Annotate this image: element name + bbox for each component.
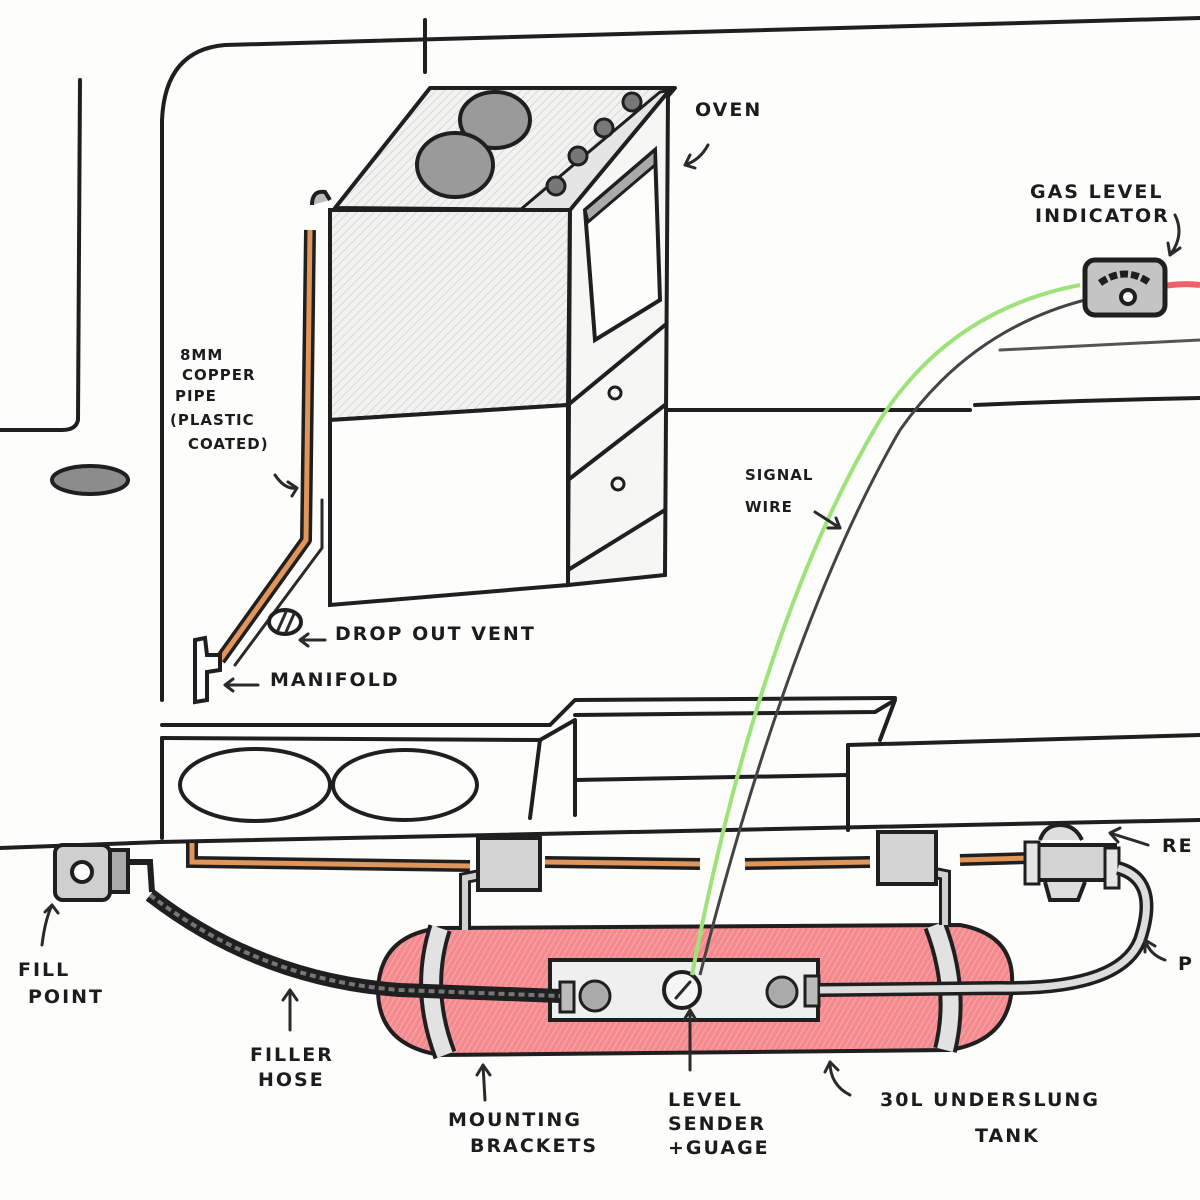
door-handle (50, 464, 130, 496)
arrow-icon (682, 1008, 698, 1072)
label-filler-hose-line1: Filler (250, 1044, 334, 1066)
arrow-icon (1143, 938, 1167, 962)
label-level-sender-line1: Level (668, 1089, 743, 1111)
label-tank-line2: tank (975, 1125, 1040, 1147)
label-copper-pipe-line1: 8mm (180, 346, 224, 364)
callout-arrows (40, 143, 1182, 1102)
label-mounting-brackets-line2: brackets (470, 1135, 599, 1157)
label-filler-hose-line2: hose (258, 1069, 325, 1091)
regulator (1023, 822, 1121, 902)
hob-burner (415, 131, 495, 199)
label-gas-level-indicator-line1: Gas level (1030, 181, 1164, 203)
arrow-icon (823, 1060, 852, 1097)
label-signal-wire-line1: Signal (745, 466, 814, 484)
label-fill-point-line1: Fill (18, 959, 71, 981)
control-knob (567, 145, 589, 167)
lpg-tank (375, 830, 1015, 1060)
gas-level-indicator (1082, 257, 1168, 318)
label-gas-level-indicator-line2: indicator (1035, 205, 1170, 227)
arrow-icon (683, 143, 710, 170)
control-knob (545, 175, 567, 197)
drawer-knob (607, 385, 623, 401)
label-regulator-partial: Re (1162, 835, 1194, 857)
arrow-icon (223, 677, 260, 693)
label-signal-wire-line2: wire (745, 498, 793, 516)
van-body (0, 16, 1200, 702)
label-level-sender-line3: +guage (668, 1137, 770, 1159)
label-pigtail-partial: P (1178, 953, 1194, 975)
supply-pipe (186, 843, 1031, 872)
chassis (0, 696, 1200, 850)
pigtail-hose (819, 861, 1154, 997)
copper-pipe (215, 189, 332, 667)
arrow-icon (813, 510, 842, 530)
hob-burner (458, 90, 532, 150)
label-mounting-brackets-line1: Mounting (448, 1109, 582, 1131)
filler-hose (145, 889, 561, 1003)
mounting-bracket (476, 836, 542, 892)
arrow-icon (273, 473, 299, 498)
drop-out-vent (267, 608, 303, 636)
label-drop-out-vent: Drop out vent (335, 623, 536, 645)
fill-point (53, 843, 155, 902)
label-tank-line1: 30L underslung (880, 1089, 1100, 1111)
arrow-icon (298, 632, 327, 648)
control-knob (621, 91, 643, 113)
label-manifold: Manifold (270, 669, 400, 691)
arrow-icon (1108, 826, 1150, 847)
oven (328, 86, 677, 608)
label-fill-point-line2: point (28, 986, 105, 1008)
label-copper-pipe-line4: (plastic (170, 411, 255, 429)
label-oven: Oven (695, 99, 763, 121)
manifold (193, 635, 222, 705)
label-level-sender-line2: sender (668, 1113, 766, 1135)
arrow-icon (1166, 213, 1182, 257)
control-knob (593, 117, 615, 139)
arrow-icon (475, 1063, 492, 1102)
drawer-knob (610, 476, 626, 492)
label-copper-pipe-line3: pipe (175, 387, 217, 405)
mounting-bracket (876, 830, 938, 886)
arrow-icon (40, 903, 60, 947)
label-copper-pipe-line5: coated) (188, 435, 269, 453)
label-copper-pipe-line2: copper (182, 366, 256, 384)
arrow-icon (281, 988, 299, 1032)
